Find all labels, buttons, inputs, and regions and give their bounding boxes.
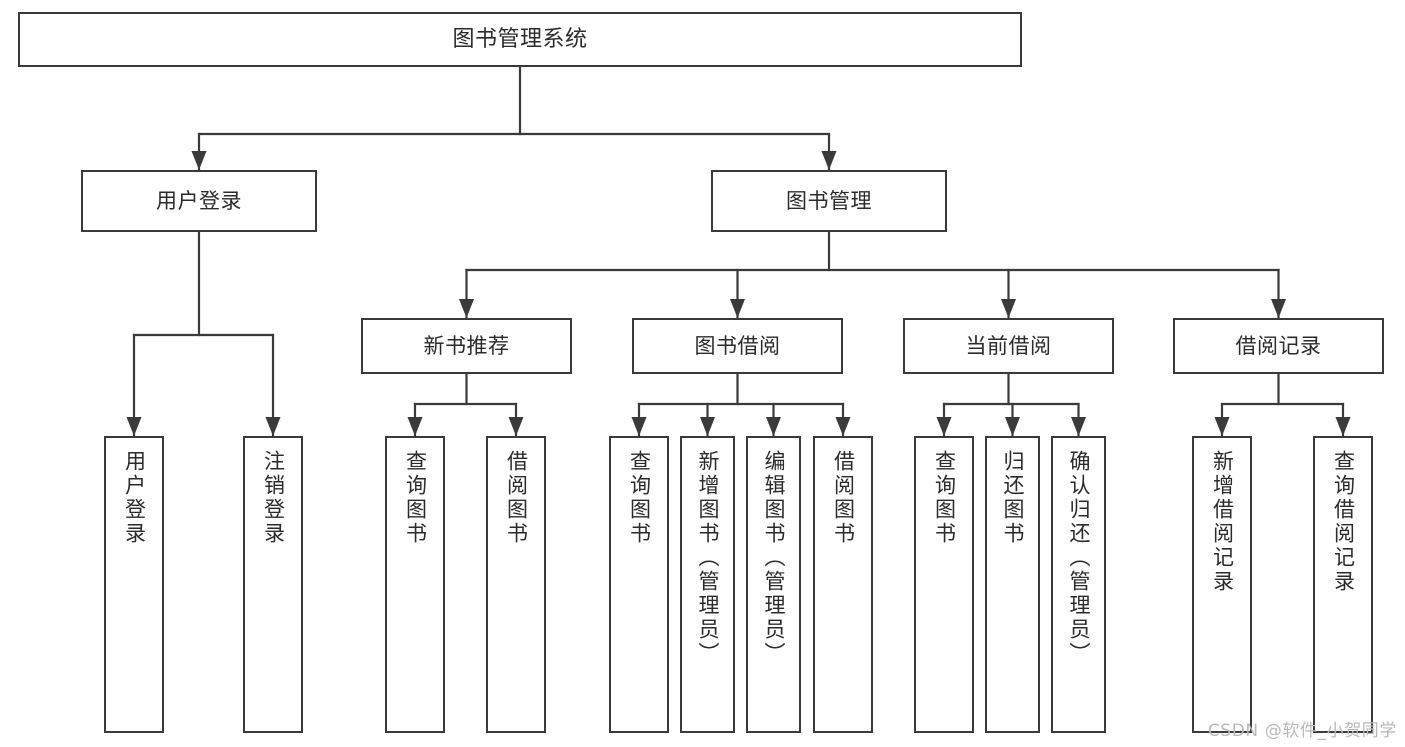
node-leaf-query-book-c[interactable]: 查询图书 (914, 436, 974, 733)
node-l2-new-book-rec[interactable]: 新书推荐 (361, 318, 572, 374)
edge-arrowhead (936, 417, 952, 436)
edge-arrowhead (1335, 417, 1351, 436)
edge-arrowhead (407, 417, 423, 436)
edge-arrowhead (265, 417, 281, 436)
node-label: 用户登录 (122, 450, 147, 546)
node-leaf-confirm-return[interactable]: 确认归还（管理员） (1051, 436, 1106, 733)
node-label: 新增图书（管理员） (696, 450, 720, 666)
node-label: 查询图书 (627, 450, 652, 546)
node-label: 当前借阅 (965, 333, 1052, 358)
edge-arrowhead (508, 417, 524, 436)
node-root[interactable]: 图书管理系统 (18, 12, 1022, 67)
node-label: 新书推荐 (423, 333, 510, 358)
edge-arrowhead (1271, 299, 1286, 318)
node-label: 图书管理系统 (452, 26, 588, 52)
node-label: 注销登录 (261, 450, 286, 546)
edge-arrowhead (835, 417, 851, 436)
edge-arrowhead (1005, 417, 1020, 436)
node-label: 图书借阅 (694, 333, 781, 358)
node-label: 归还图书 (1001, 450, 1025, 546)
node-leaf-query-book-b[interactable]: 查询图书 (609, 436, 669, 733)
edge-arrowhead (1071, 417, 1086, 436)
node-label: 新增借阅记录 (1210, 450, 1235, 594)
node-l2-loan-record[interactable]: 借阅记录 (1173, 318, 1384, 374)
node-label: 编辑图书（管理员） (762, 450, 786, 666)
node-leaf-borrow-book-a[interactable]: 借阅图书 (486, 436, 546, 733)
node-label: 查询借阅记录 (1331, 450, 1356, 594)
edge-arrowhead (191, 151, 207, 170)
edge-arrowhead (766, 417, 781, 436)
node-leaf-add-book[interactable]: 新增图书（管理员） (680, 436, 735, 733)
node-leaf-query-book-a[interactable]: 查询图书 (385, 436, 445, 733)
watermark: CSDN @软件_小贺同学 (1207, 721, 1397, 741)
node-label: 借阅图书 (504, 450, 529, 546)
node-leaf-borrow-book-b[interactable]: 借阅图书 (813, 436, 873, 733)
node-l2-current-loan[interactable]: 当前借阅 (903, 318, 1114, 374)
edge-arrowhead (1001, 299, 1016, 318)
node-leaf-user-login[interactable]: 用户登录 (104, 436, 164, 733)
edge-arrowhead (126, 417, 142, 436)
node-l1-user-login[interactable]: 用户登录 (81, 170, 317, 232)
node-leaf-return-book[interactable]: 归还图书 (985, 436, 1040, 733)
edge-arrowhead (459, 299, 474, 318)
node-leaf-user-logout[interactable]: 注销登录 (243, 436, 303, 733)
edge-arrowhead (631, 417, 647, 436)
node-label: 查询图书 (932, 450, 957, 546)
node-leaf-query-loan-rec[interactable]: 查询借阅记录 (1313, 436, 1373, 733)
node-l2-book-borrow[interactable]: 图书借阅 (632, 318, 843, 374)
node-label: 用户登录 (156, 188, 242, 213)
node-label: 确认归还（管理员） (1067, 450, 1091, 666)
node-label: 借阅记录 (1235, 333, 1322, 358)
edge-arrowhead (700, 417, 715, 436)
node-label: 查询图书 (403, 450, 428, 546)
edge-arrowhead (730, 299, 745, 318)
edge-arrowhead (1214, 417, 1230, 436)
node-label: 图书管理 (786, 188, 872, 213)
node-label: 借阅图书 (831, 450, 856, 546)
node-leaf-add-loan-rec[interactable]: 新增借阅记录 (1192, 436, 1252, 733)
node-l1-book-mgmt[interactable]: 图书管理 (711, 170, 947, 232)
edge-arrowhead (821, 151, 837, 170)
node-leaf-edit-book[interactable]: 编辑图书（管理员） (746, 436, 801, 733)
